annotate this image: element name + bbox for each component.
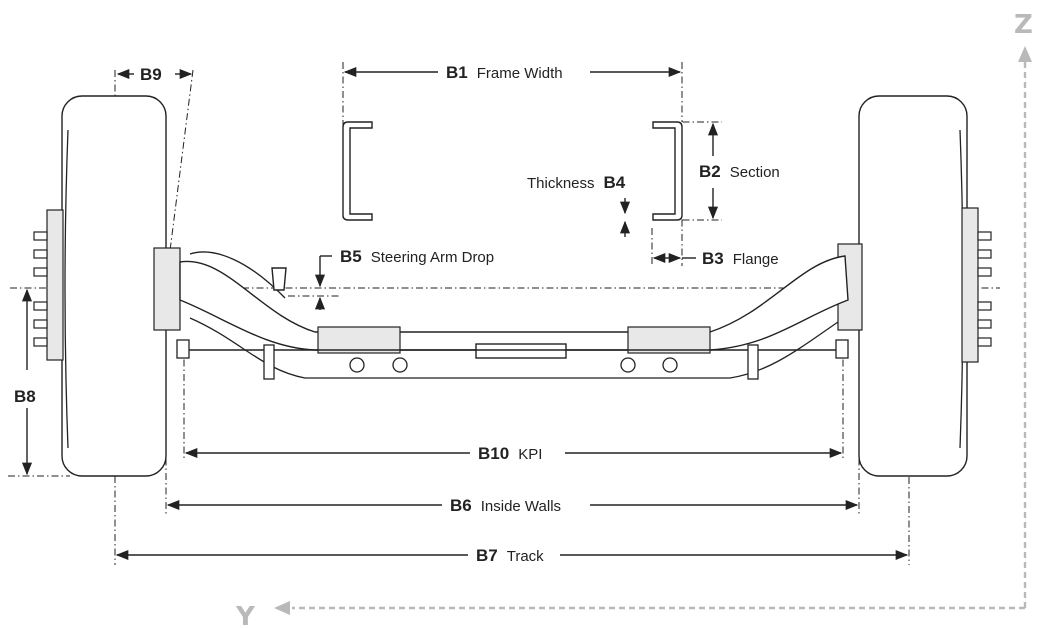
b6-text: Inside Walls [481,498,561,515]
frame-rail-left-section [342,121,373,221]
right-tire [858,95,968,477]
left-brake-drum [153,247,181,331]
b10-text: KPI [518,446,542,463]
coordinate-axes: Z Y [235,10,1033,628]
b9-code: B9 [140,65,162,84]
z-axis-label: Z [1014,10,1033,40]
b10-code: B10 [478,444,509,463]
b8-code: B8 [14,387,36,406]
dimension-lines [21,66,909,561]
left-tire [61,95,167,477]
b4-text: Thickness [527,175,595,192]
b2-label: B2 Section [699,162,780,181]
z-axis-arrow-icon [1018,46,1032,62]
y-axis-arrow-icon [274,601,290,615]
y-axis-label: Y [235,602,256,628]
left-wheel-studs [33,231,48,347]
b3-label: B3 Flange [702,249,779,268]
steering-arm-ball [271,267,287,291]
axle-lower-outline [189,317,839,379]
b4-code: B4 [604,173,626,192]
b3-code: B3 [702,249,724,268]
left-spring-pad [317,326,401,354]
right-wheel-studs [977,231,992,347]
left-wheel [33,95,181,477]
right-spring-pad [627,326,711,354]
b10-label: B10 KPI [478,444,542,463]
b5-text: Steering Arm Drop [371,249,494,266]
b5-label: B5 Steering Arm Drop [340,247,494,266]
left-hub [46,209,64,361]
b2-code: B2 [699,162,721,181]
left-tire-sidewall [64,129,69,449]
frame-rails [342,121,683,221]
b5-code: B5 [340,247,362,266]
b1-label: B1 Frame Width [446,63,563,82]
axle-center-plate [475,343,567,359]
axle-beam [176,251,849,380]
b7-code: B7 [476,546,498,565]
b7-label: B7 Track [476,546,544,565]
b7-text: Track [507,548,544,565]
b2-text: Section [730,164,780,181]
right-hub [961,207,979,363]
axle-i-beam [179,255,849,351]
b3-text: Flange [733,251,779,268]
b4-label: Thickness B4 [527,173,626,192]
kingpin-inclination-line [165,69,194,283]
dimension-labels: B1 Frame Width B9 B2 Section Thickness B… [14,63,780,565]
right-wheel [837,95,992,477]
b1-code: B1 [446,63,468,82]
frame-rail-right-section [652,121,683,221]
tie-rod-clamps [176,339,849,380]
u-bolt-nuts [349,357,678,373]
b1-text: Frame Width [477,65,563,82]
b6-code: B6 [450,496,472,515]
b6-label: B6 Inside Walls [450,496,561,515]
